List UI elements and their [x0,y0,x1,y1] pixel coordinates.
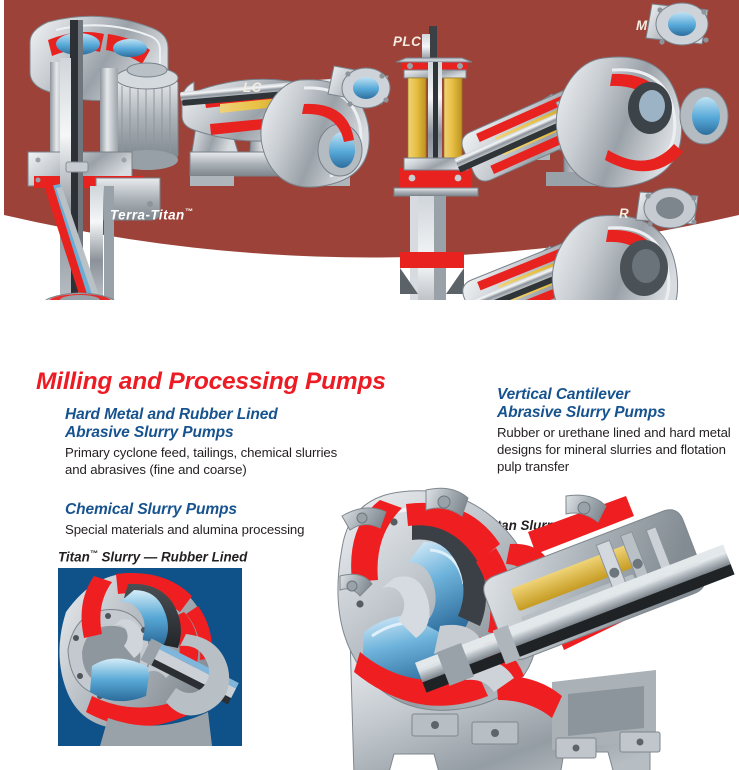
section-body: Special materials and alumina processing [65,522,305,538]
illustration-terra-titan [27,15,179,300]
illustration-m-pump [454,2,729,188]
label-lc: LC [243,80,262,95]
label-r: R [619,206,630,221]
left-text-column: Hard Metal and Rubber Lined Abrasive Slu… [65,406,365,539]
photo-titan-slurry [320,486,739,770]
section-body: Rubber or urethane lined and hard metal … [497,425,731,475]
illustration-r-pump [456,187,699,300]
section-body: Primary cyclone feed, tailings, chemical… [65,445,338,478]
label-plc: PLC [393,34,422,49]
section-heading: Hard Metal and Rubber Lined Abrasive Slu… [65,406,278,442]
section-heading: Chemical Slurry Pumps [65,501,237,519]
section-chemical-slurry: Chemical Slurry Pumps Special materials … [65,501,365,539]
illustration-lc-pump [180,65,391,188]
label-terra-titan: Terra-Titan™ [110,207,194,223]
photo-titan-rubber-lined [58,568,242,746]
label-m: M [636,18,648,33]
section-heading: Vertical Cantilever Abrasive Slurry Pump… [497,386,666,422]
caption-rubber-lined: Titan™ Slurry — Rubber Lined [58,549,248,565]
top-banner [4,0,739,300]
illustration-plc-pump [393,26,479,300]
banner-shape [4,0,739,258]
section-hard-metal: Hard Metal and Rubber Lined Abrasive Slu… [65,406,365,479]
page-title: Milling and Processing Pumps [36,368,386,395]
right-text-column: Vertical Cantilever Abrasive Slurry Pump… [497,386,735,476]
